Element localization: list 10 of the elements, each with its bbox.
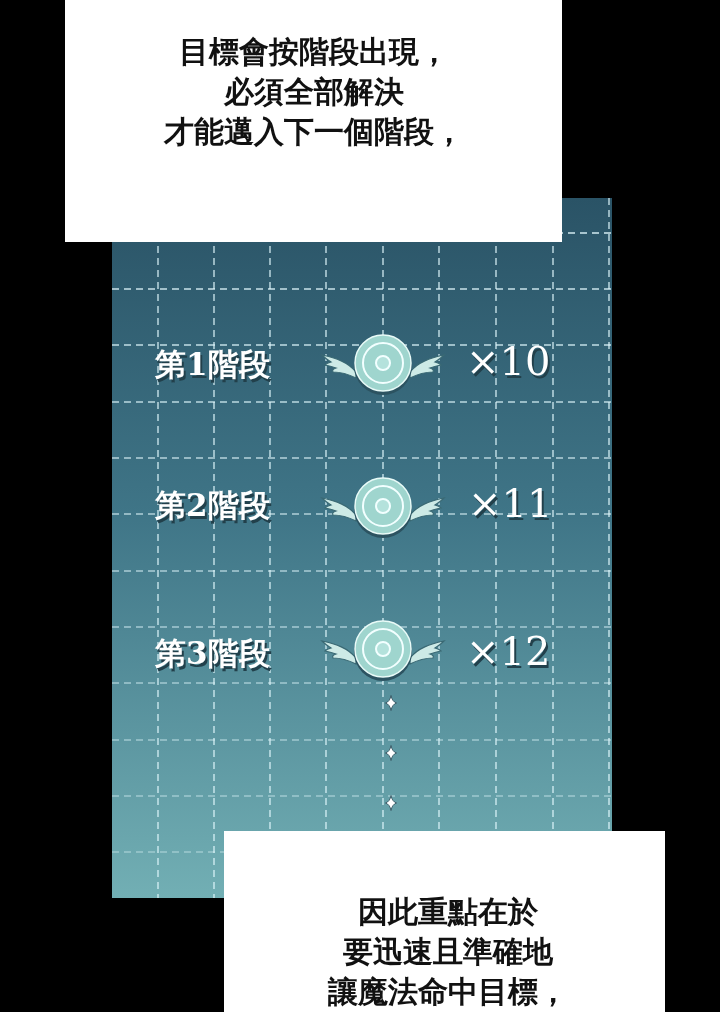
caption-box: [65, 0, 562, 242]
stage-label: 第2階段: [155, 486, 270, 524]
stage-label: 第1階段: [155, 345, 270, 383]
caption-text: 目標會按階段出現，必須全部解決才能邁入下一個階段，: [164, 33, 464, 151]
caption-text: 因此重點在於要迅速且準確地讓魔法命中目標，: [328, 893, 568, 1011]
caption-box: [224, 831, 665, 1012]
count-label: ×12: [466, 627, 551, 675]
stage-label: 第3階段: [155, 634, 270, 672]
count-label: ×10: [466, 337, 551, 385]
count-label: ×11: [468, 479, 553, 527]
